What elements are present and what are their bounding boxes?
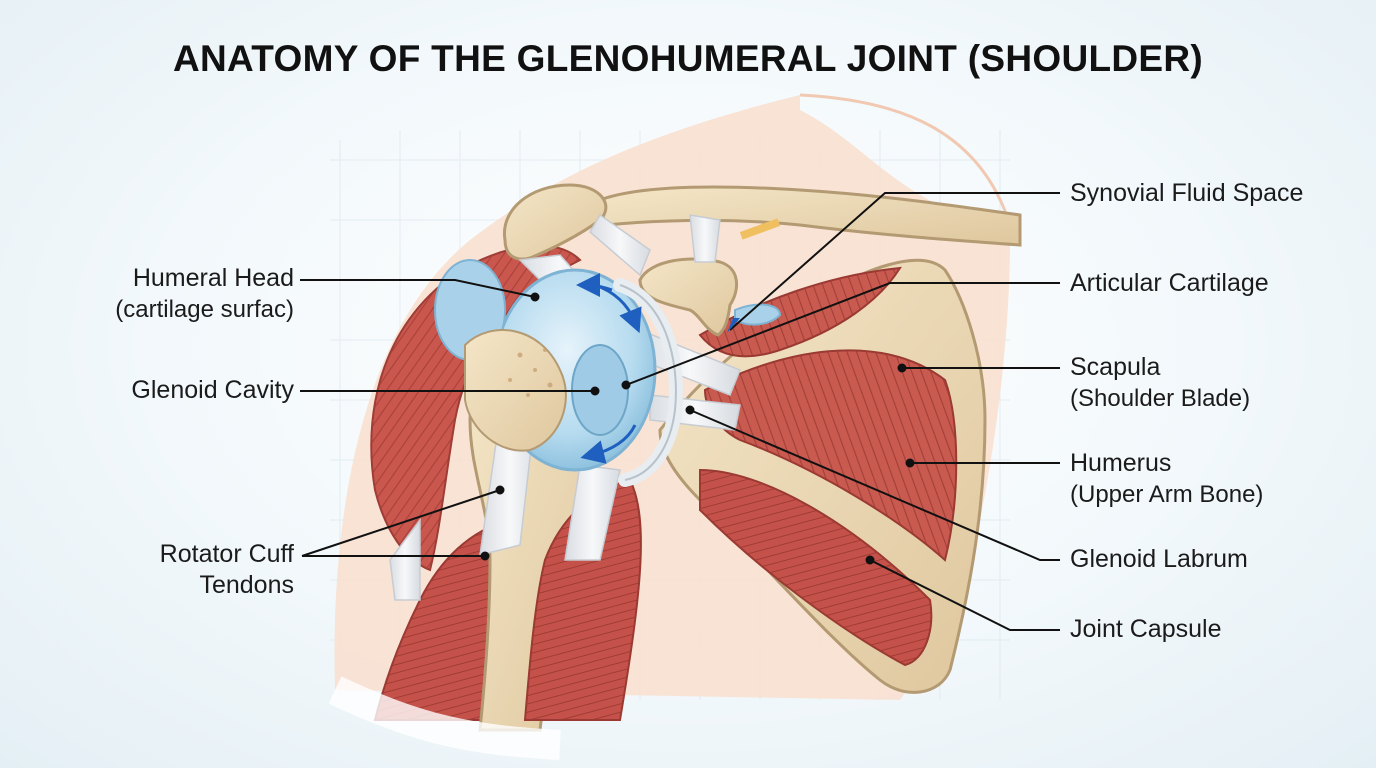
- clavicle-bone: [598, 185, 1022, 247]
- teres-muscle: [699, 468, 933, 667]
- synovial-flow-arrows: [576, 273, 642, 464]
- label-glenoid-cavity-line1: Glenoid Cavity: [131, 376, 294, 404]
- label-humerus: Humerus (Upper Arm Bone): [1070, 448, 1263, 510]
- label-humeral-head-line1: Humeral Head: [132, 264, 294, 292]
- page-title: ANATOMY OF THE GLENOHUMERAL JOINT (SHOUL…: [172, 38, 1204, 79]
- label-synovial-fluid-line1: Synovial Fluid Space: [1070, 179, 1304, 207]
- label-scapula-line2: (Shoulder Blade): [1070, 385, 1251, 412]
- label-humerus-line1: Humerus: [1070, 449, 1172, 477]
- label-articular-cartilage: Articular Cartilage: [1070, 268, 1269, 299]
- supraspinatus-muscle: [698, 266, 902, 358]
- label-rotator-cuff: Rotator Cuff Tendons: [160, 539, 294, 601]
- label-glenoid-labrum: Glenoid Labrum: [1070, 544, 1248, 575]
- label-humeral-head: Humeral Head (cartilage surfac): [115, 263, 294, 325]
- label-scapula: Scapula (Shoulder Blade): [1070, 352, 1250, 414]
- label-joint-capsule-line1: Joint Capsule: [1070, 615, 1222, 643]
- label-synovial-fluid: Synovial Fluid Space: [1070, 178, 1303, 209]
- label-joint-capsule: Joint Capsule: [1070, 614, 1221, 645]
- label-glenoid-cavity: Glenoid Cavity: [131, 375, 294, 406]
- label-articular-cartilage-line1: Articular Cartilage: [1070, 269, 1269, 297]
- label-humeral-head-line2: (cartilage surfac): [115, 296, 294, 323]
- label-glenoid-labrum-line1: Glenoid Labrum: [1070, 545, 1248, 573]
- label-rotator-cuff-line1: Rotator Cuff: [159, 540, 294, 568]
- label-scapula-line1: Scapula: [1070, 353, 1161, 381]
- infraspinatus-muscle: [703, 349, 958, 562]
- label-humerus-line2: (Upper Arm Bone): [1070, 481, 1264, 508]
- leader-lines: [300, 192, 1060, 631]
- label-rotator-cuff-line2: Tendons: [199, 571, 294, 599]
